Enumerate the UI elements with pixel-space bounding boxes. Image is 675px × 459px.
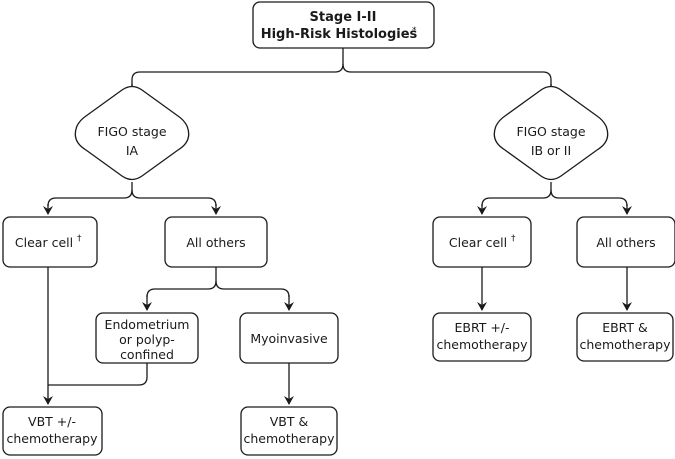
connector-endometrium-to-vbt xyxy=(48,363,148,386)
decision-ia-line2: IA xyxy=(126,143,139,158)
decision-ib: FIGO stage IB or II xyxy=(493,85,609,181)
connectors xyxy=(43,48,632,405)
root-mark: * xyxy=(412,26,417,36)
decision-ib-line2: IB or II xyxy=(531,143,571,158)
connector-ib-to-allothers xyxy=(550,189,628,207)
right-all-others-label: All others xyxy=(596,235,655,250)
ebrt-optional-line1: EBRT +/- xyxy=(454,320,509,335)
left-all-others-label: All others xyxy=(186,235,245,250)
myoinvasive-label: Myoinvasive xyxy=(250,331,328,346)
endometrium-line2: or polyp- xyxy=(119,332,175,347)
decision-ia: FIGO stage IA xyxy=(74,85,190,181)
node-right-all-others: All others xyxy=(576,216,675,268)
node-myoinvasive: Myoinvasive xyxy=(239,312,339,364)
connector-root-to-ia xyxy=(131,48,344,98)
vbt-and-line1: VBT & xyxy=(270,414,309,429)
endometrium-line3: confined xyxy=(120,347,174,362)
connector-root-to-ib xyxy=(342,63,552,98)
root-line1: Stage I-II xyxy=(310,10,377,25)
node-ebrt-and: EBRT & chemotherapy xyxy=(576,312,674,362)
root-node: Stage I-II High-Risk Histologies * xyxy=(252,1,435,49)
connector-ib-to-clearcell xyxy=(481,182,552,207)
node-endometrium: Endometrium or polyp- confined xyxy=(95,312,199,364)
vbt-optional-line1: VBT +/- xyxy=(28,414,76,429)
right-clear-cell-label: Clear cell xyxy=(449,235,507,250)
connector-allothers-to-myoinvasive xyxy=(215,280,290,298)
decision-ib-line1: FIGO stage xyxy=(516,124,585,139)
left-clear-cell-label: Clear cell xyxy=(15,235,73,250)
vbt-optional-line2: chemotherapy xyxy=(7,431,99,446)
endometrium-line1: Endometrium xyxy=(105,317,190,332)
left-clear-cell-mark: † xyxy=(77,234,82,244)
node-ebrt-optional: EBRT +/- chemotherapy xyxy=(432,312,532,362)
decision-ia-line1: FIGO stage xyxy=(97,124,166,139)
root-line2: High-Risk Histologies xyxy=(261,27,418,42)
node-right-clear-cell: Clear cell † xyxy=(432,216,532,268)
right-clear-cell-mark: † xyxy=(511,234,516,244)
node-vbt-and: VBT & chemotherapy xyxy=(240,406,338,456)
vbt-and-line2: chemotherapy xyxy=(244,431,336,446)
ebrt-and-line2: chemotherapy xyxy=(580,337,672,352)
connector-allothers-to-endometrium xyxy=(146,267,217,298)
connector-ia-to-allothers xyxy=(131,189,217,207)
node-left-clear-cell: Clear cell † xyxy=(2,216,98,268)
ebrt-optional-line2: chemotherapy xyxy=(437,337,529,352)
ebrt-and-line1: EBRT & xyxy=(602,320,648,335)
node-vbt-optional: VBT +/- chemotherapy xyxy=(2,406,103,456)
node-left-all-others: All others xyxy=(164,216,268,268)
connector-ia-to-clearcell xyxy=(47,182,133,207)
